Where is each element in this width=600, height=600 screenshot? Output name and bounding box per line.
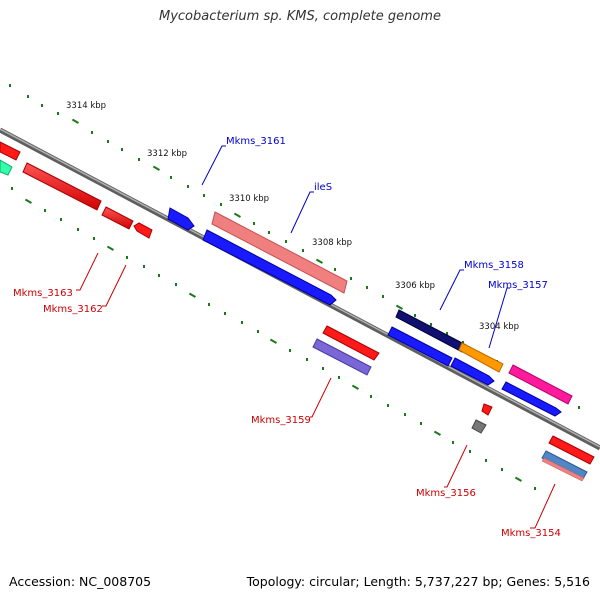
gene-red-center[interactable]: [322, 325, 380, 361]
gene-blue-long[interactable]: [202, 229, 337, 306]
gene-magenta[interactable]: [508, 364, 573, 405]
tick-label: 3312 kbp: [147, 149, 187, 159]
gene-label-ileS[interactable]: ileS: [314, 182, 332, 193]
gene-Mkms_3157[interactable]: [458, 342, 504, 373]
forward-genes: [0, 141, 595, 465]
reverse-genes: [0, 159, 588, 482]
gene-Mkms_3159[interactable]: [312, 338, 372, 376]
tick-label: 3314 kbp: [66, 101, 106, 111]
gene-blue-3[interactable]: [501, 381, 562, 417]
forward-label-lines: [201, 145, 510, 349]
gene-Mkms_3154[interactable]: [541, 457, 585, 482]
gene-label-Mkms_3162[interactable]: Mkms_3162: [43, 304, 103, 315]
gene-label-Mkms_3157[interactable]: Mkms_3157: [488, 280, 548, 291]
gene-label-Mkms_3156[interactable]: Mkms_3156: [416, 488, 476, 499]
accession-text: Accession: NC_008705: [9, 574, 152, 589]
gene-Mkms_3156[interactable]: [481, 403, 493, 416]
gene-blue-1[interactable]: [387, 326, 453, 367]
tick-label: 3306 kbp: [395, 281, 435, 291]
reverse-label-lines: [76, 252, 556, 529]
gene-Mkms_3162[interactable]: [101, 206, 134, 230]
gene-label-Mkms_3163[interactable]: Mkms_3163: [13, 288, 73, 299]
gene-mint[interactable]: [0, 159, 13, 176]
gene-label-Mkms_3158[interactable]: Mkms_3158: [464, 260, 524, 271]
gene-label-Mkms_3154[interactable]: Mkms_3154: [501, 528, 561, 539]
gene-red-left[interactable]: [0, 141, 21, 161]
gene-Mkms_3163[interactable]: [22, 162, 102, 211]
gene-red-right[interactable]: [548, 435, 595, 465]
map-title: Mycobacterium sp. KMS, complete genome: [159, 9, 441, 24]
tick-label: 3308 kbp: [312, 238, 352, 248]
genome-summary-text: Topology: circular; Length: 5,737,227 bp…: [246, 574, 590, 589]
gene-gray[interactable]: [471, 419, 487, 434]
gene-red-small[interactable]: [133, 222, 153, 239]
gene-label-Mkms_3161[interactable]: Mkms_3161: [226, 136, 286, 147]
tick-label: 3304 kbp: [479, 322, 519, 332]
inner-scale-track: [11, 187, 536, 490]
gene-label-Mkms_3159[interactable]: Mkms_3159: [251, 415, 311, 426]
tick-label: 3310 kbp: [229, 194, 269, 204]
gene-Mkms_3161[interactable]: [167, 207, 195, 231]
gene-ileS[interactable]: [211, 211, 348, 294]
gene-blue-2[interactable]: [450, 357, 495, 386]
